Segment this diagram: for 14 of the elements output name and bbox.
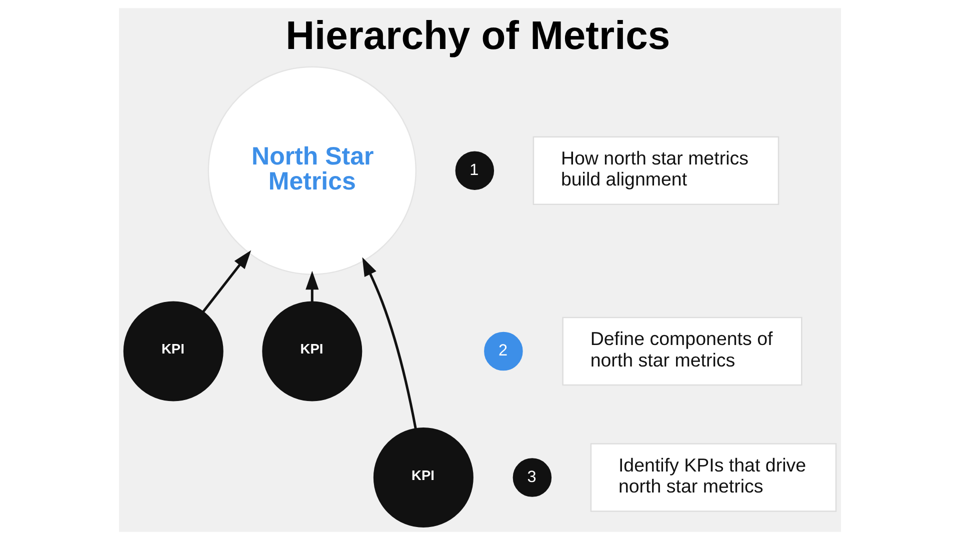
node-circle: North Star Metrics	[208, 66, 417, 275]
arrow	[306, 270, 319, 302]
node-box: How north star metrics build alignment	[532, 136, 780, 205]
arrow	[362, 257, 417, 429]
node-circle: 1	[455, 151, 494, 190]
node-box: Identify KPIs that drive north star metrics	[590, 443, 837, 512]
node-circle: 2	[484, 332, 523, 371]
node-circle: KPI	[373, 428, 474, 528]
node-circle: KPI	[123, 301, 224, 402]
arrow	[202, 250, 252, 313]
diagram-title: Hierarchy of Metrics	[286, 14, 670, 58]
node-circle: 3	[512, 458, 552, 497]
node-box: Define components of north star metrics	[562, 316, 802, 386]
node-circle: KPI	[262, 301, 362, 402]
